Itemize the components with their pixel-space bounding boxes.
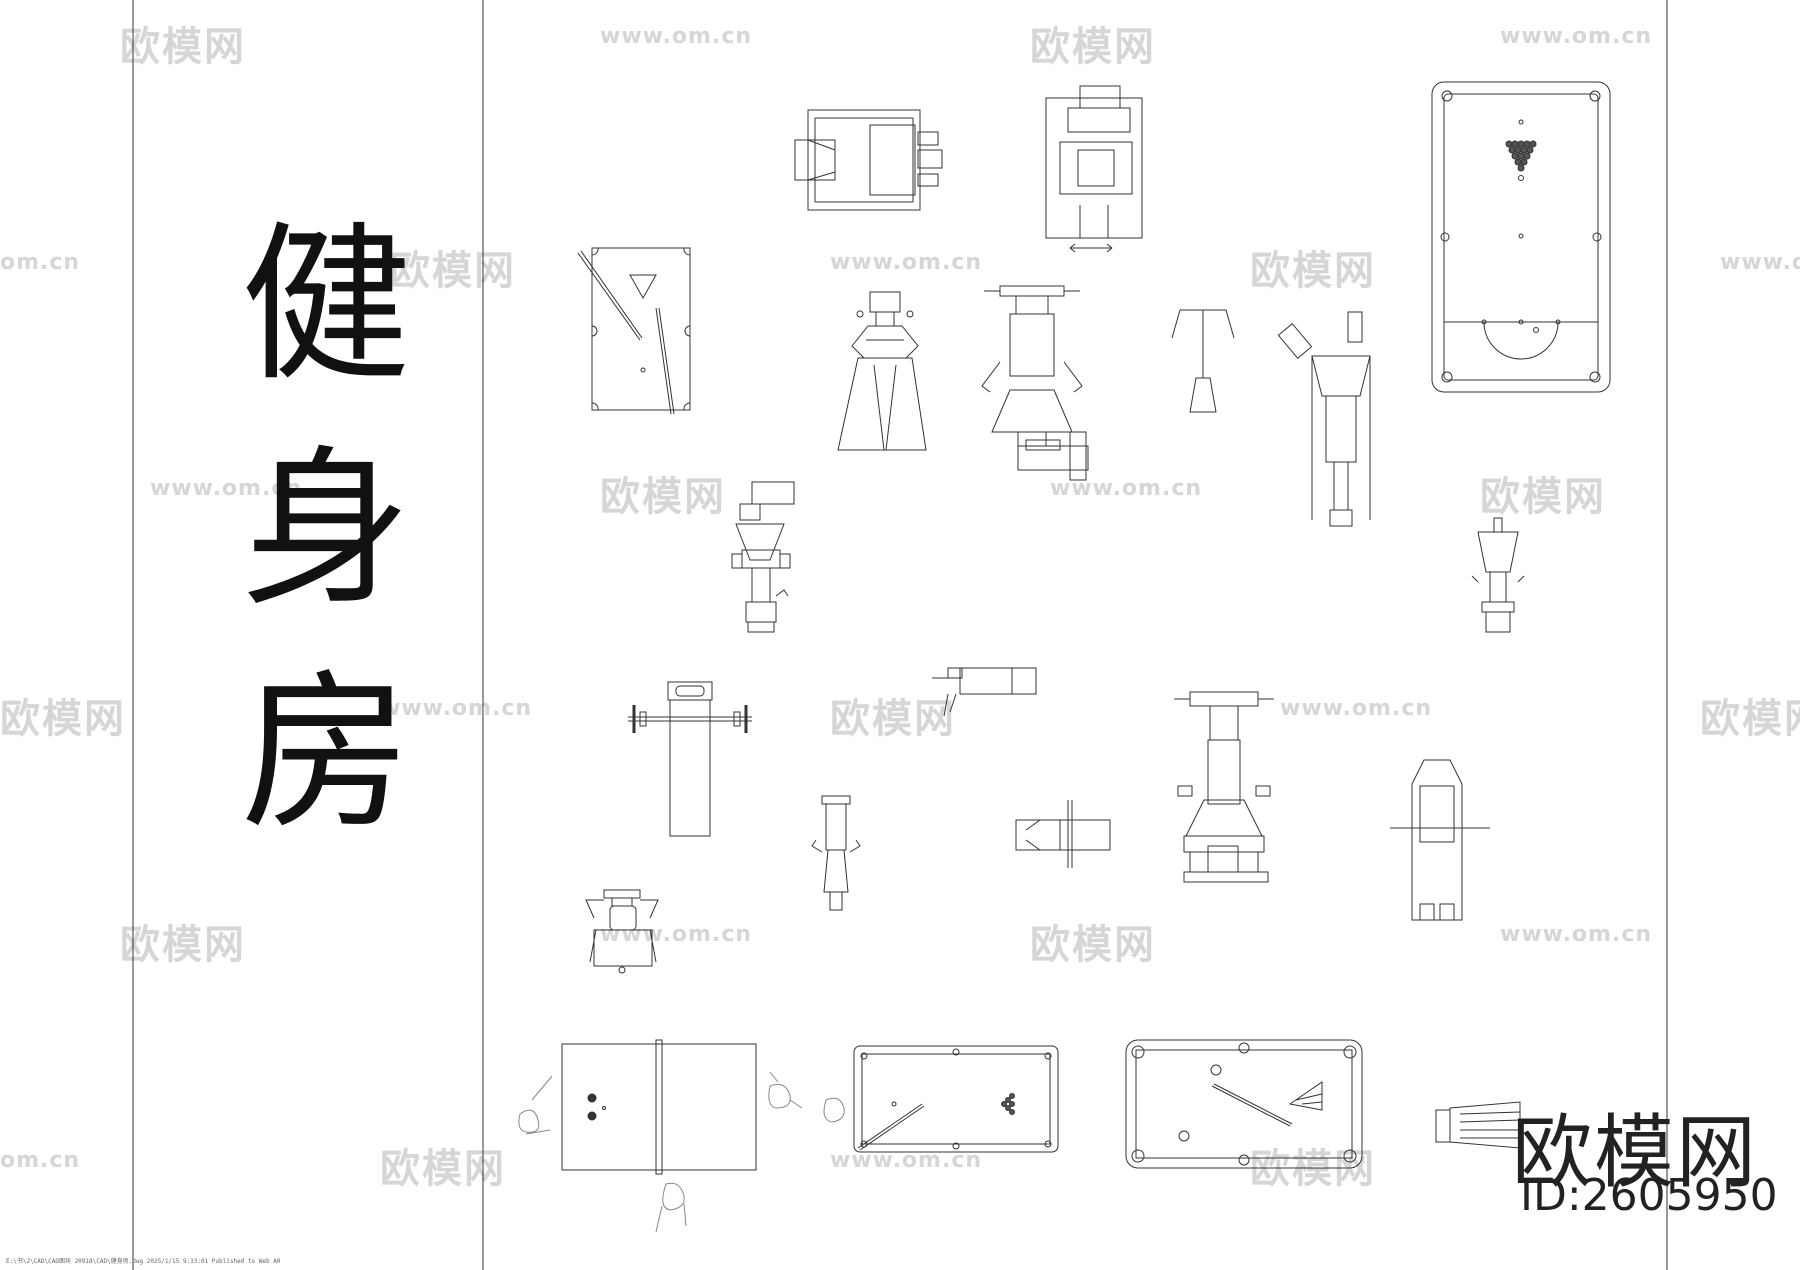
equipment-arm-curl <box>1278 312 1370 526</box>
equipment-cable-station <box>812 796 860 910</box>
equipment-leg-extension <box>1390 760 1490 920</box>
equipment-leg-press <box>1046 86 1142 252</box>
equipment-seated-machine <box>586 890 658 973</box>
equipment-multi-station <box>1174 692 1274 882</box>
equipment-billiard-table-pool <box>1126 1040 1362 1168</box>
model-id-label: ID:2605950 <box>1520 1170 1778 1221</box>
equipment-billiard-table-medium <box>854 1046 1058 1152</box>
brand-logo-text: 欧模网 <box>1512 1106 1758 1199</box>
equipment-barrel-partial <box>1436 1102 1520 1148</box>
equipment-billiard-table-large <box>1432 82 1610 392</box>
file-path-footer: E:\书\2\CAD\CAD图块 20918\CAD\健身房.dwg 2025/… <box>6 1258 281 1265</box>
equipment-cable-handle <box>1172 310 1234 412</box>
equipment-chest-press <box>838 292 926 450</box>
equipment-billiard-table-small <box>578 248 690 414</box>
equipment-bench-press <box>628 682 752 836</box>
title-char-3: 房 <box>240 655 411 853</box>
player-figure <box>519 1072 844 1232</box>
equipment-small-station <box>1472 518 1524 632</box>
equipment-lat-pulldown <box>982 286 1088 480</box>
equipment-table-tennis <box>562 1040 756 1174</box>
title-char-2: 身 <box>240 431 411 629</box>
equipment-rowing-machine <box>795 110 942 210</box>
equipment-tall-station <box>732 482 794 632</box>
equipment-back-extension <box>1016 800 1110 868</box>
equipment-seated-curl <box>932 668 1036 716</box>
title-char-1: 健 <box>240 207 411 405</box>
